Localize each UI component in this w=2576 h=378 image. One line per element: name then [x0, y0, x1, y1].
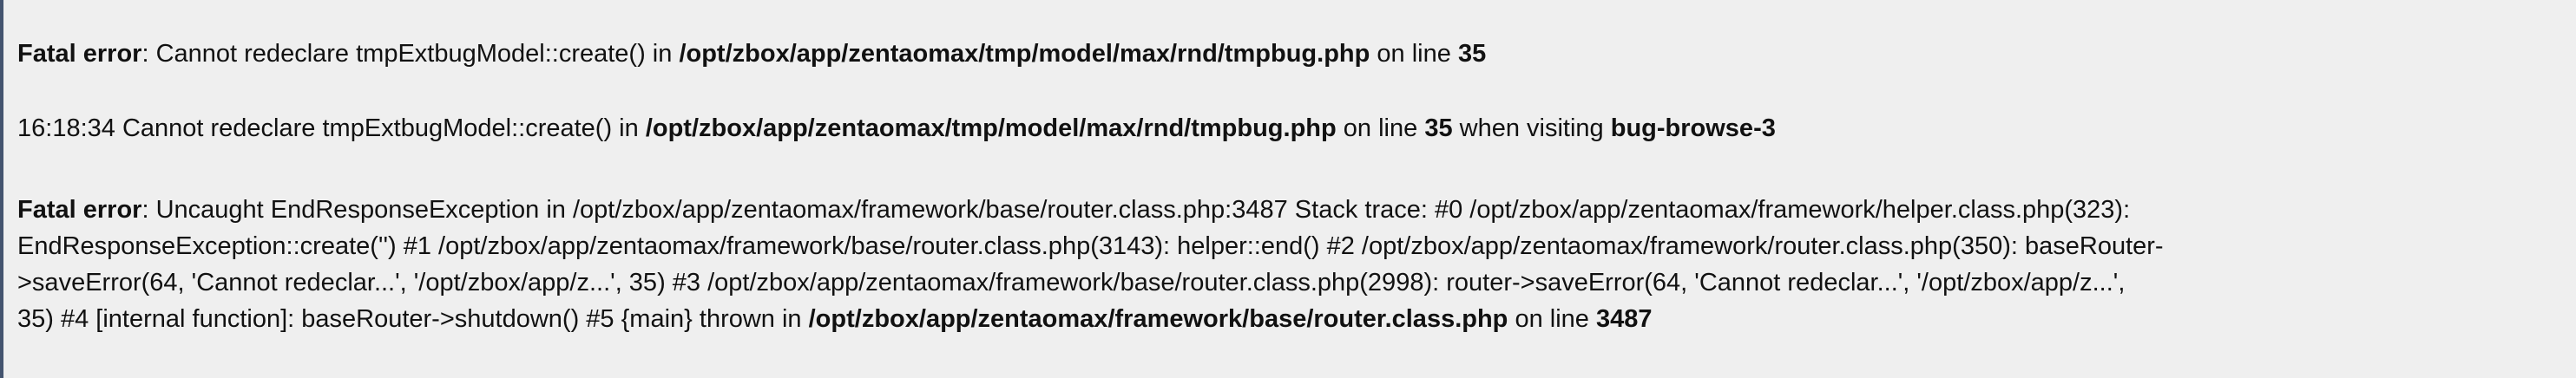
- log-time: 16:18:34: [17, 114, 115, 142]
- stack-text: >saveError(64, 'Cannot redeclar...', '/o…: [17, 269, 2126, 297]
- visiting-text: when visiting: [1452, 114, 1611, 142]
- error-file: /opt/zbox/app/zentaomax/framework/base/r…: [808, 305, 1508, 333]
- stack-text: EndResponseException::create('') #1 /opt…: [17, 232, 2164, 260]
- stack-line-2: EndResponseException::create('') #1 /opt…: [17, 228, 2164, 264]
- error-label: Fatal error: [17, 40, 142, 68]
- error-line: 35: [1457, 40, 1487, 68]
- error-message: Cannot redeclare tmpExtbugModel::create(…: [155, 40, 680, 68]
- error-line: 3487: [1595, 305, 1653, 333]
- error-log-entry: 16:18:34 Cannot redeclare tmpExtbugModel…: [17, 110, 1776, 147]
- log-file: /opt/zbox/app/zentaomax/tmp/model/max/rn…: [645, 114, 1337, 142]
- stack-text: : Uncaught EndResponseException in /opt/…: [141, 196, 2131, 224]
- stack-line-1: Fatal error: Uncaught EndResponseExcepti…: [17, 192, 2130, 228]
- log-line: 35: [1424, 114, 1453, 142]
- log-page: bug-browse-3: [1610, 114, 1776, 142]
- log-message: Cannot redeclare tmpExtbugModel::create(…: [115, 114, 646, 142]
- fatal-error-redeclare: Fatal error: Cannot redeclare tmpExtbugM…: [17, 36, 1486, 72]
- on-line-text: on line: [1508, 305, 1596, 333]
- error-label: Fatal error: [17, 196, 142, 224]
- separator: :: [141, 40, 156, 68]
- error-file: /opt/zbox/app/zentaomax/tmp/model/max/rn…: [679, 40, 1370, 68]
- on-line-text: on line: [1370, 40, 1458, 68]
- stack-line-4: 35) #4 [internal function]: baseRouter->…: [17, 301, 1653, 337]
- on-line-text: on line: [1336, 114, 1425, 142]
- left-border: [0, 0, 3, 378]
- stack-line-3: >saveError(64, 'Cannot redeclar...', '/o…: [17, 264, 2125, 301]
- stack-text: 35) #4 [internal function]: baseRouter->…: [17, 305, 809, 333]
